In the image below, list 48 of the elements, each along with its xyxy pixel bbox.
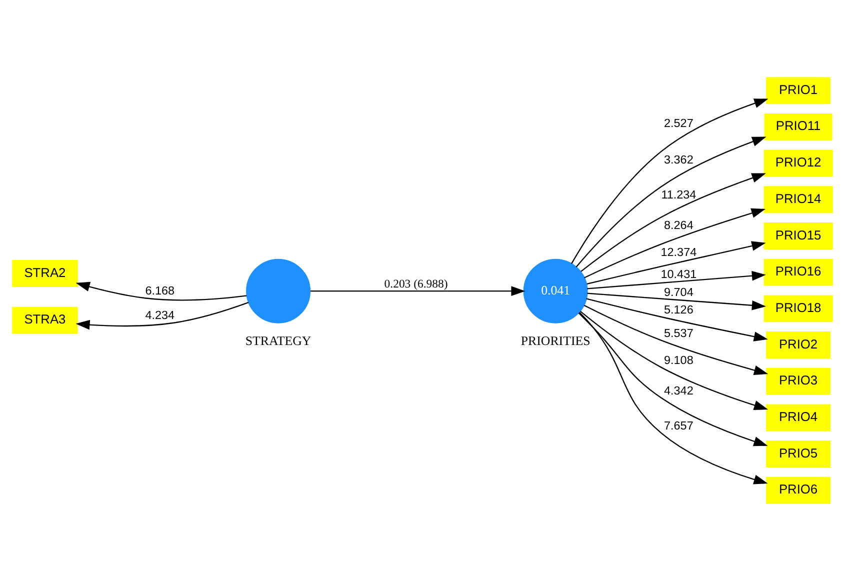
node-box: PRIO4 xyxy=(766,404,831,432)
arrow xyxy=(587,270,766,290)
arrow xyxy=(576,136,766,268)
node-box: STRA2 xyxy=(12,260,78,287)
node-box: PRIO1 xyxy=(766,77,831,104)
node-box: PRIO15 xyxy=(764,222,833,250)
node-circle xyxy=(246,258,311,324)
arrow xyxy=(580,310,768,410)
edge-label: 0.203 (6.988) xyxy=(384,278,448,291)
node-box: PRIO18 xyxy=(764,295,833,322)
node-box: STRA3 xyxy=(12,306,78,334)
edge-label: 4.342 xyxy=(664,384,694,398)
arrow xyxy=(76,282,247,301)
edge-label: 11.234 xyxy=(661,188,696,202)
arrow xyxy=(584,208,766,278)
node-box: PRIO3 xyxy=(766,368,831,395)
edge-label: 8.264 xyxy=(664,218,694,232)
edge-label: 2.527 xyxy=(664,116,694,130)
edge-label: 7.657 xyxy=(664,419,694,432)
node-box: PRIO14 xyxy=(764,186,833,214)
edge-label: 4.234 xyxy=(145,309,175,322)
node-label: STRATEGY xyxy=(245,334,312,348)
edge-label: 5.126 xyxy=(664,303,694,316)
edge-label: 12.374 xyxy=(660,246,697,259)
arrow xyxy=(76,302,249,330)
edge-label: 10.431 xyxy=(660,268,697,282)
edge-label: 6.168 xyxy=(145,284,175,298)
arrow xyxy=(579,312,768,484)
node-box: PRIO16 xyxy=(764,258,833,286)
node-circle: 0.041 xyxy=(523,258,588,324)
edge-label: 9.704 xyxy=(664,286,694,299)
edge-label: 9.108 xyxy=(664,354,694,367)
arrow xyxy=(310,286,526,296)
arrow xyxy=(586,241,766,284)
arrow xyxy=(571,98,768,264)
node-box: PRIO2 xyxy=(766,332,831,358)
edge-label: 5.537 xyxy=(664,326,694,340)
arrow xyxy=(587,292,766,310)
node-box: PRIO11 xyxy=(764,113,832,140)
node-box: PRIO5 xyxy=(766,440,831,468)
arrow xyxy=(580,173,766,272)
node-box: PRIO6 xyxy=(766,476,831,504)
node-label: PRIORITIES xyxy=(520,334,590,348)
arrow xyxy=(578,312,768,446)
arrow xyxy=(586,298,768,342)
edge-label: 3.362 xyxy=(664,153,694,166)
node-box: PRIO12 xyxy=(764,150,833,177)
arrow xyxy=(584,304,768,376)
